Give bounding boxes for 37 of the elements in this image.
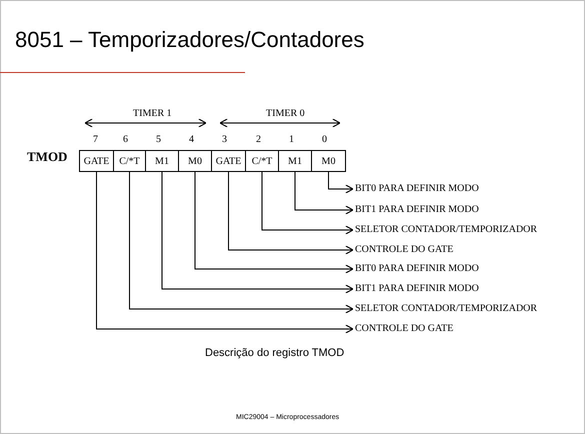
connector-arrow [129,172,354,314]
connector-arrow [96,172,354,334]
figure-caption: Descrição do registro TMOD [205,347,344,359]
bit-number: 1 [289,134,294,146]
timer-label: TIMER 1 [133,108,172,120]
bit-number: 7 [93,134,98,146]
register-bit-field: C/*T [113,150,146,172]
register-bit-field: M1 [278,150,312,172]
register-bit-field: GATE [79,150,114,172]
register-name: TMOD [27,149,68,165]
connector-arrow [294,172,354,215]
bit-number: 6 [123,134,128,146]
bit-description: CONTROLE DO GATE [353,244,456,256]
connector-arrow [162,172,354,294]
slide-title: 8051 – Temporizadores/Contadores [15,27,364,53]
bit-description: BIT1 PARA DEFINIR MODO [353,283,481,295]
bit-description: BIT0 PARA DEFINIR MODO [353,263,481,275]
bit-number: 4 [189,134,194,146]
bit-number: 0 [322,134,327,146]
connector-arrow [262,172,354,235]
bit-description: CONTROLE DO GATE [353,323,456,335]
bit-number: 2 [256,134,261,146]
bit-number: 5 [156,134,161,146]
connector-arrow [194,172,354,274]
register-bit-field: GATE [211,150,246,172]
register-bit-field: M1 [145,150,179,172]
bit-description: SELETOR CONTADOR/TEMPORIZADOR [353,303,540,315]
register-bit-field: M0 [311,150,346,172]
bit-description: SELETOR CONTADOR/TEMPORIZADOR [353,224,540,236]
connector-arrow [228,172,354,255]
bit-description: BIT0 PARA DEFINIR MODO [353,183,481,195]
bit-description: BIT1 PARA DEFINIR MODO [353,204,481,216]
register-bit-field: C/*T [245,150,279,172]
timer-label: TIMER 0 [266,108,305,120]
register-bit-field: M0 [178,150,212,172]
bit-number: 3 [222,134,227,146]
connector-arrow [328,172,354,194]
